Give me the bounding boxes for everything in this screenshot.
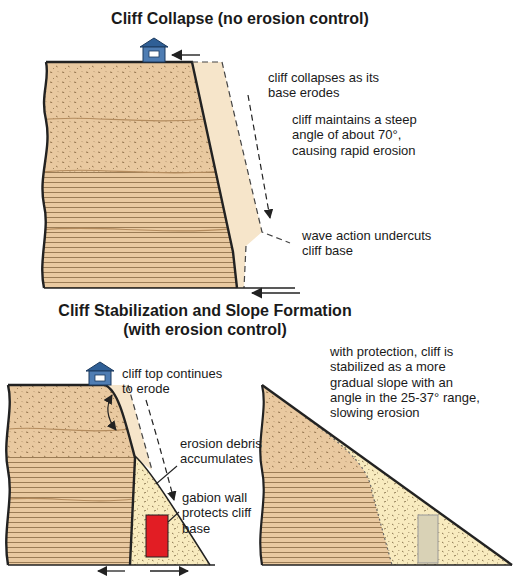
- buried-gabion: [418, 515, 438, 563]
- leader-line: [168, 512, 179, 522]
- former-cliff-outline: [128, 385, 152, 470]
- gabion-wall: [146, 515, 168, 557]
- callout-text: cliff top continues to erode: [122, 366, 232, 397]
- leader-line: [156, 466, 177, 484]
- callout-text: erosion debris accumulates: [180, 436, 280, 467]
- retreat-arrow: [172, 54, 200, 55]
- erosion-arrow: [146, 400, 174, 500]
- callout-text: with protection, cliff is stabilized as …: [330, 344, 480, 421]
- collapse-cliff: [30, 38, 300, 293]
- base-line: [8, 564, 215, 566]
- sand-texture: [30, 62, 250, 172]
- cliff-outline: [42, 62, 237, 288]
- rock-layers: [0, 428, 140, 501]
- panel-heading: Cliff Stabilization and Slope Formation …: [50, 302, 360, 340]
- rock-layers: [40, 118, 240, 231]
- house-icon: [140, 38, 168, 62]
- callout-text: cliff maintains a steep angle of about 7…: [292, 112, 430, 158]
- collapse-arrow: [248, 95, 270, 218]
- cliff-outline: [6, 385, 135, 565]
- panel-heading: Cliff Collapse (no erosion control): [40, 10, 440, 29]
- callout-text: gabion wall protects cliff base: [182, 490, 277, 536]
- protected-cliff: [0, 362, 215, 571]
- retreat-arrow: [98, 570, 125, 571]
- callout-text: wave action undercuts cliff base: [302, 228, 452, 259]
- accretion-arrow: [150, 570, 188, 571]
- house-icon: [86, 362, 114, 385]
- wave-arrow: [252, 292, 300, 293]
- base-line: [262, 564, 512, 566]
- scoop-arrow: [108, 395, 116, 430]
- base-line: [44, 287, 295, 289]
- former-cliff-outline: [306, 417, 392, 565]
- cliff-outline: [260, 385, 263, 565]
- strata-texture: [30, 172, 250, 288]
- callout-text: cliff collapses as its base erodes: [268, 70, 393, 101]
- strata-texture: [0, 457, 150, 565]
